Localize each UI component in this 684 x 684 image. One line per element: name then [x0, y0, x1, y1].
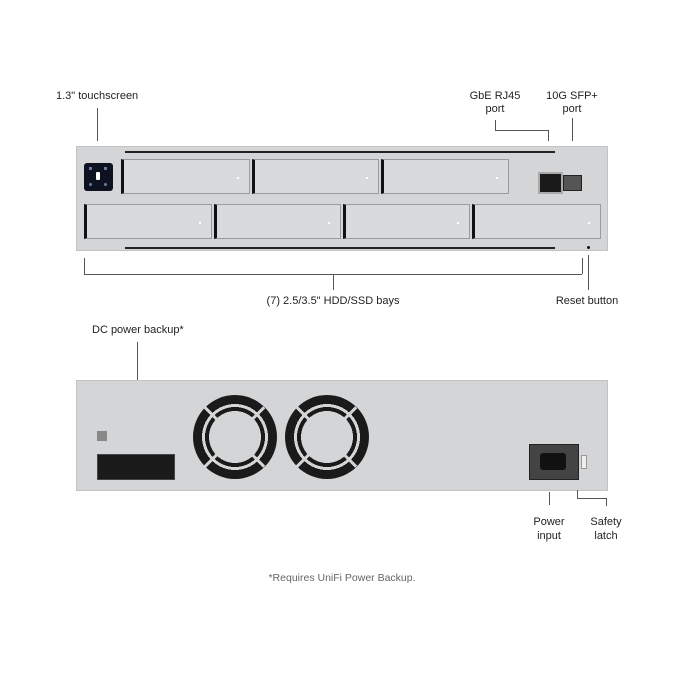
front-panel	[76, 146, 608, 251]
cooling-fan-icon	[285, 395, 369, 479]
power-label-1: Power	[533, 516, 565, 528]
bracket-right	[582, 258, 583, 274]
bracket-center	[333, 274, 334, 290]
drive-bay[interactable]	[472, 204, 601, 239]
touchscreen-display-icon[interactable]	[84, 163, 113, 191]
power-label-2: input	[537, 530, 561, 542]
drive-bay[interactable]	[214, 204, 341, 239]
latch-label-2: latch	[594, 530, 618, 542]
bays-label: (7) 2.5/3.5" HDD/SSD bays	[266, 295, 400, 307]
touchscreen-label: 1.3" touchscreen	[56, 90, 139, 102]
latch-leader-v	[606, 498, 607, 506]
power-inlet-icon[interactable]	[529, 444, 579, 480]
drive-bay[interactable]	[343, 204, 470, 239]
latch-label-1: Safety	[590, 516, 622, 528]
reset-button[interactable]	[587, 246, 590, 249]
latch-leader-h	[577, 498, 606, 499]
dc-connector-icon[interactable]	[97, 454, 175, 480]
rj45-label-1: GbE RJ45	[469, 90, 521, 102]
sfp-label-1: 10G SFP+	[546, 90, 598, 102]
dc-backup-label: DC power backup*	[92, 324, 184, 336]
qr-code	[97, 431, 107, 441]
cooling-fan-icon	[193, 395, 277, 479]
sfp-label-2: port	[562, 103, 582, 115]
footnote: *Requires UniFi Power Backup.	[268, 572, 416, 584]
rear-panel	[76, 380, 608, 491]
reset-label: Reset button	[555, 295, 619, 307]
rj45-leader-v	[548, 130, 549, 141]
touchscreen-leader	[97, 108, 98, 141]
rj45-label-2: port	[485, 103, 505, 115]
sfp-port-icon[interactable]	[563, 175, 582, 191]
latch-leader	[577, 490, 578, 498]
safety-latch[interactable]	[581, 455, 587, 469]
bracket-left	[84, 258, 85, 274]
drive-bay[interactable]	[84, 204, 212, 239]
reset-leader	[588, 255, 589, 290]
rj45-leader	[495, 120, 496, 130]
drive-bay[interactable]	[381, 159, 509, 194]
power-leader	[549, 492, 550, 505]
rj45-port-icon[interactable]	[538, 172, 563, 194]
drive-bay[interactable]	[252, 159, 379, 194]
sfp-leader	[572, 118, 573, 141]
drive-bay[interactable]	[121, 159, 250, 194]
rj45-leader-h	[495, 130, 548, 131]
